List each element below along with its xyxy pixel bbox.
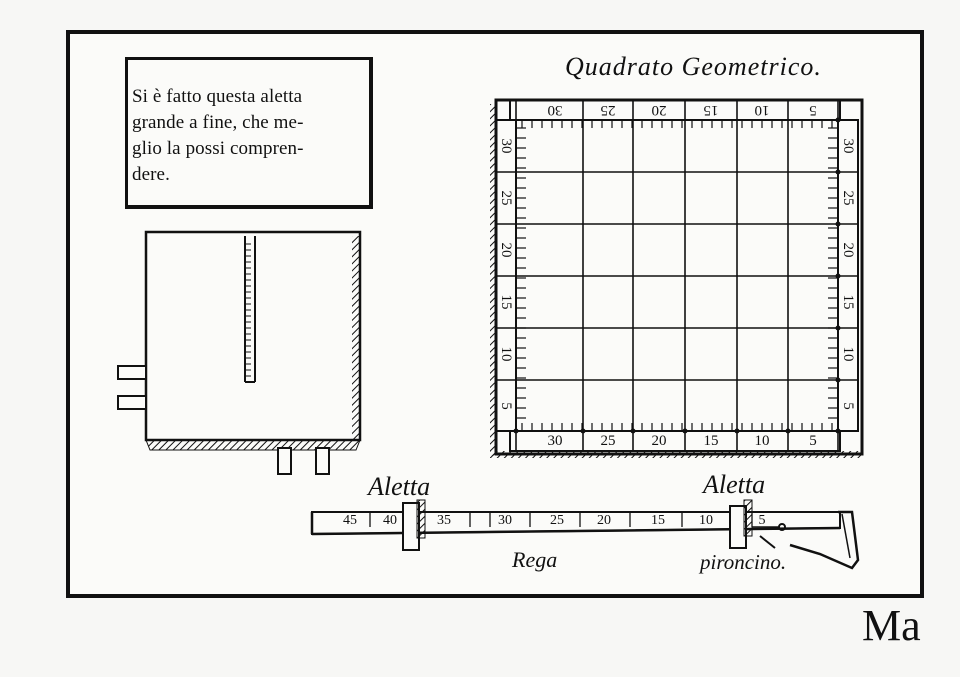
grid-dot <box>835 221 841 227</box>
ruler-scale-label: 25 <box>550 513 564 528</box>
ruler-scale-label: 5 <box>759 513 766 528</box>
quadrato-title: Quadrato Geometrico. <box>565 52 822 81</box>
bottom-scale-label: 30 <box>548 433 563 449</box>
ruler-scale-label: 15 <box>651 513 665 528</box>
bottom-scale-label: 5 <box>809 433 817 449</box>
bottom-scale-label: 25 <box>601 433 616 449</box>
right-scale-label: 25 <box>840 191 856 206</box>
bottom-scale-label: 10 <box>755 433 770 449</box>
note-text: Si è fatto questa aletta grande a fine, … <box>132 86 304 185</box>
signature-mark: Ma <box>862 601 921 650</box>
ruler-scale-label: 10 <box>699 513 713 528</box>
right-scale-label: 15 <box>840 295 856 310</box>
right-scale-label: 20 <box>840 243 856 258</box>
bottom-scale-label: 15 <box>704 433 719 449</box>
grid-dot <box>734 428 740 434</box>
grid-dot <box>835 117 841 123</box>
rega-label: Rega <box>512 547 558 572</box>
grid-dot <box>580 428 586 434</box>
left-scale-label: 5 <box>498 402 514 410</box>
top-scale-label: 10 <box>755 102 770 118</box>
top-scale-label: 15 <box>704 102 719 118</box>
right-scale-label: 5 <box>840 402 856 410</box>
aletta-block <box>117 230 362 475</box>
left-scale-label: 30 <box>498 139 514 154</box>
top-scale-label: 5 <box>809 102 817 118</box>
ruler-scale-label: 30 <box>498 513 512 528</box>
aletta-left-label: Aletta <box>368 472 431 501</box>
right-vane <box>729 499 786 549</box>
grid-dot <box>835 377 841 383</box>
left-scale-label: 15 <box>498 295 514 310</box>
grid-dot <box>630 428 636 434</box>
left-vane <box>402 499 426 551</box>
top-scale-label: 20 <box>652 102 667 118</box>
right-scale-label: 10 <box>840 347 856 362</box>
top-scale-label: 30 <box>548 102 563 118</box>
left-scale-label: 20 <box>498 243 514 258</box>
bottom-scale-label: 20 <box>652 433 667 449</box>
top-scale-label: 25 <box>601 102 616 118</box>
left-scale-label: 10 <box>498 347 514 362</box>
quadrato-geometrico: 30 25 20 15 10 5 30 25 20 15 10 5 30 25 20 15 10 5 30 25 20 1… <box>490 98 864 458</box>
ruler-scale-label: 40 <box>383 513 397 528</box>
pironcino-label: pironcino. <box>700 550 787 574</box>
note-box: Si è fatto questa aletta grande a fine, … <box>125 57 373 209</box>
rega-ruler: 45 40 35 30 25 20 15 10 5 <box>310 499 860 570</box>
ruler-scale-label: 35 <box>437 513 451 528</box>
grid-dot <box>835 169 841 175</box>
ruler-scale-label: 45 <box>343 513 357 528</box>
aletta-block-ticks <box>245 243 251 377</box>
grid-dot <box>835 428 841 434</box>
grid-dot <box>835 273 841 279</box>
aletta-right-label: Aletta <box>703 470 766 499</box>
ruler-scale-label: 20 <box>597 513 611 528</box>
right-scale-label: 30 <box>840 139 856 154</box>
ruler-ticks: 45 40 35 30 25 20 15 10 5 <box>343 513 766 528</box>
left-scale-label: 25 <box>498 191 514 206</box>
quadrato-ticks: 30 25 20 15 10 5 30 25 20 15 10 5 30 25 20 15 10 5 30 25 20 1… <box>498 102 856 449</box>
grid-dot <box>682 428 688 434</box>
grid-dot <box>785 428 791 434</box>
grid-dot <box>513 428 519 434</box>
